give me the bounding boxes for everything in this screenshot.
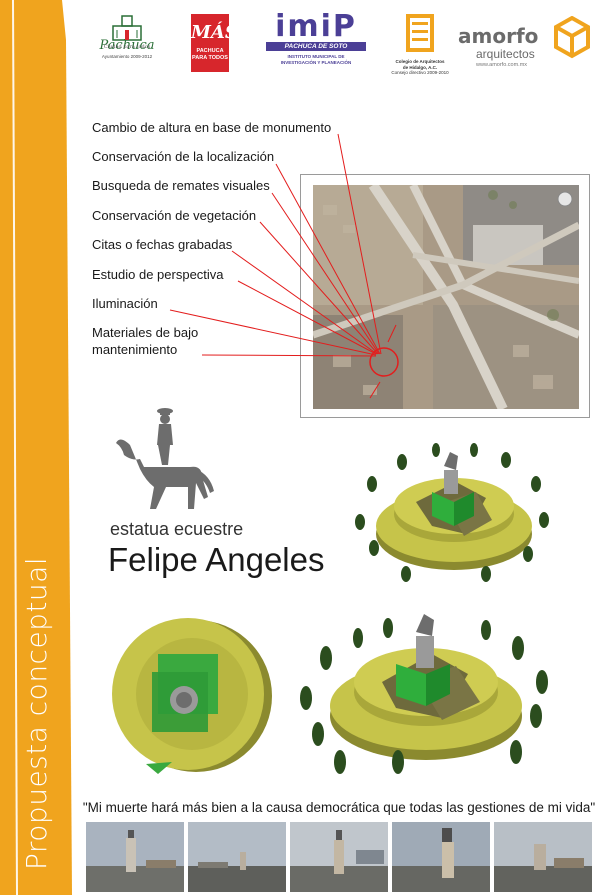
- site-photo: [494, 822, 592, 892]
- pachuca-admin: Ayuntamiento 2009-2012: [101, 54, 153, 59]
- amorfo-name: amorfo: [458, 24, 539, 48]
- monument-model-render: [355, 443, 549, 582]
- mas-line1: PACHUCA: [196, 48, 224, 54]
- amorfo-sub: arquitectos: [476, 47, 535, 61]
- colegio-line2: de Hidalgo, A.C.: [402, 64, 438, 70]
- site-photo: [188, 822, 286, 892]
- mas-line2: PARA TODOS: [192, 55, 228, 61]
- imip-line2: INVESTIGACIÓN Y PLANEACIÓN: [280, 59, 352, 65]
- criteria-item-vegetation: Conservación de vegetación: [92, 208, 257, 223]
- criteria-item-height: Cambio de altura en base de monumento: [92, 120, 332, 135]
- colegio-emblem-icon: [406, 14, 434, 52]
- colegio-line3: Consejo directivo 2009-2010: [391, 70, 449, 75]
- pachuca-tagline: Ciudad para todos: [103, 44, 151, 50]
- criteria-item-dates: Citas o fechas grabadas: [92, 237, 233, 252]
- pachuca-logo: Ciudad para todos Pachuca Ayuntamiento 2…: [88, 14, 166, 76]
- criteria-item-location: Conservación de la localización: [92, 149, 275, 164]
- imip-line1: INSTITUTO MUNICIPAL DE: [287, 54, 345, 59]
- site-photo: [290, 822, 388, 892]
- imip-word: imiP: [275, 9, 357, 44]
- colegio-line1: Colegio de Arquitectos: [395, 59, 445, 64]
- site-map: [300, 174, 590, 418]
- monument-perspective-render: [300, 614, 548, 774]
- equestrian-silhouette-icon: [116, 408, 214, 509]
- amorfo-logo: amorfo arquitectos www.amorfo.com.mx: [458, 14, 590, 70]
- statue-subtitle: estatua ecuestre: [110, 519, 244, 539]
- mas-word: MÁS: [191, 22, 238, 43]
- building-icon: [112, 15, 142, 41]
- sidebar-title: Propuesta conceptual: [20, 556, 53, 870]
- aerial-photo: [313, 185, 579, 409]
- criteria-item-maintenance: mantenimiento: [92, 342, 178, 357]
- cube-icon: [554, 16, 590, 59]
- site-photo: [86, 822, 184, 892]
- imip-city: PACHUCA DE SOTO: [266, 42, 366, 51]
- imip-logo: imiP PACHUCA DE SOTO INSTITUTO MUNICIPAL…: [252, 12, 380, 74]
- criteria-item-perspective: Estudio de perspectiva: [92, 267, 224, 282]
- criteria-item-visual: Busqueda de remates visuales: [92, 178, 270, 193]
- monument-plan-view: [112, 618, 272, 774]
- amorfo-url: www.amorfo.com.mx: [476, 62, 528, 68]
- site-photo: [392, 822, 490, 892]
- pachuca-name: Pachuca: [99, 38, 155, 53]
- statue-title: Felipe Angeles: [108, 541, 325, 578]
- criteria-item-lighting: Iluminación: [92, 296, 158, 311]
- site-photo-strip: [86, 822, 596, 892]
- felipe-angeles-quote: "Mi muerte hará más bien a la causa demo…: [82, 800, 596, 815]
